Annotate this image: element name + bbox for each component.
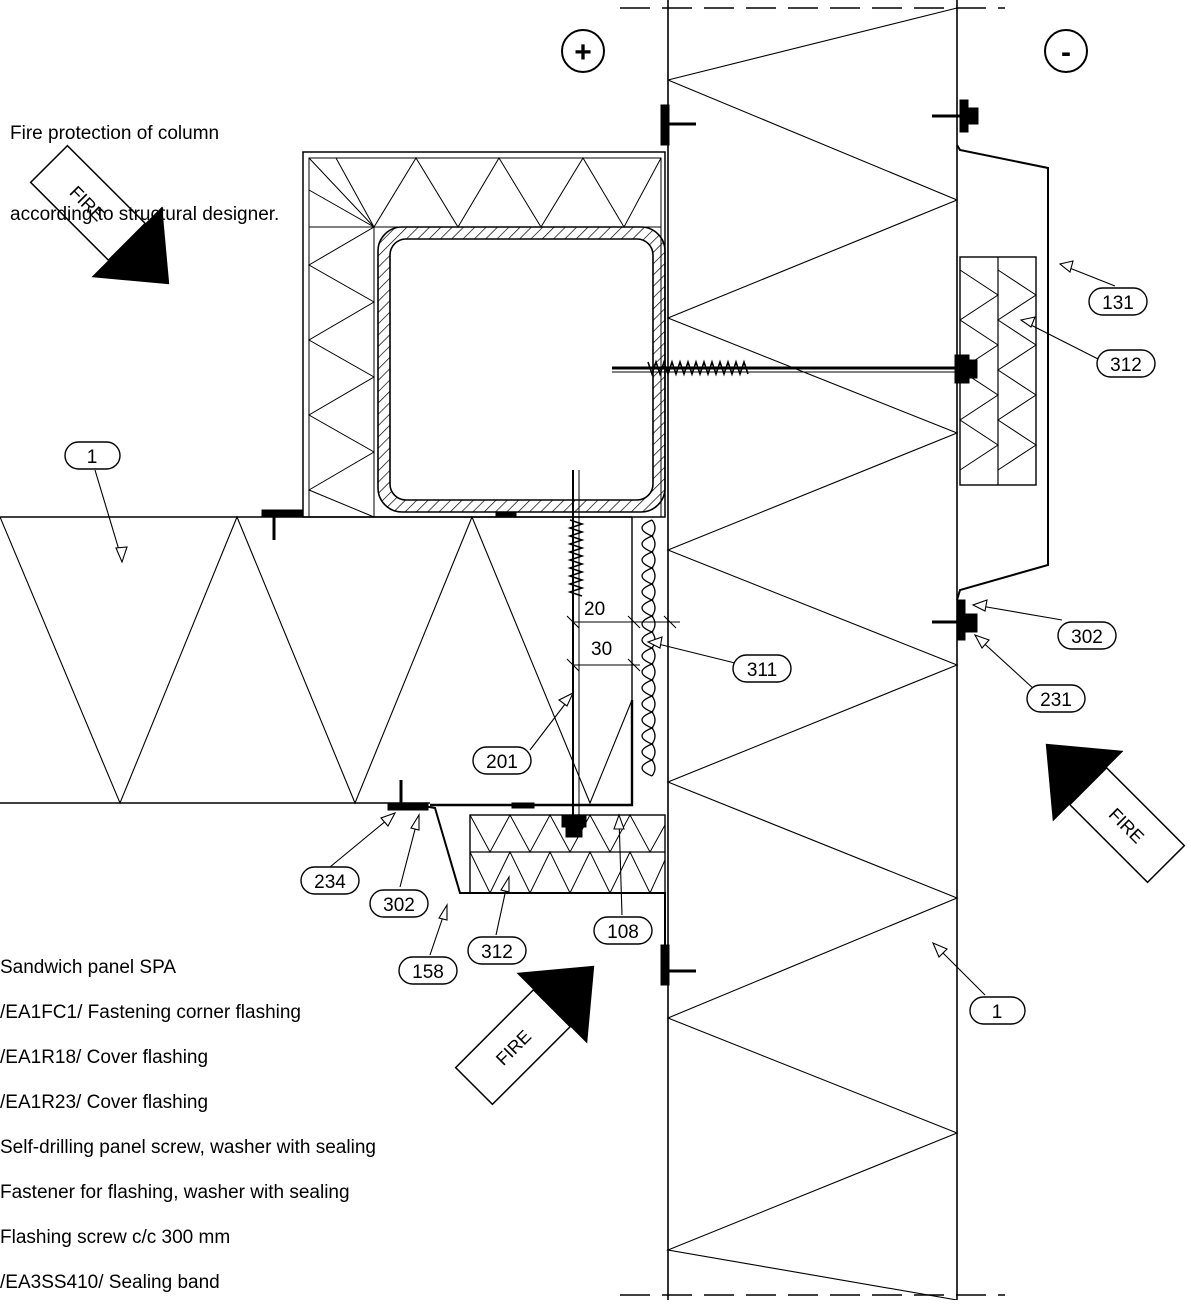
legend: Sandwich panel SPA /EA1FC1/ Fastening co…: [0, 955, 376, 1315]
callout-1-top: 1: [64, 441, 121, 470]
legend-item: /EA1FC1/ Fastening corner flashing: [0, 1002, 301, 1023]
callout-231: 231: [1026, 684, 1086, 713]
wall-panel: [620, 0, 1005, 1300]
legend-item: Self-drilling panel screw, washer with s…: [0, 1137, 376, 1158]
legend-item: /EA1R18/ Cover flashing: [0, 1047, 209, 1068]
dimension-lines: [566, 615, 680, 672]
dimension-20: 20: [584, 599, 605, 620]
svg-text:312: 312: [1110, 355, 1142, 376]
long-panel-screw: [612, 354, 978, 384]
callout-1-bottom: 1: [969, 996, 1026, 1025]
svg-text:302: 302: [1071, 627, 1103, 648]
legend-item: Sandwich panel SPA: [0, 957, 177, 978]
negative-side-symbol: -: [1044, 29, 1088, 73]
callout-302-left: 302: [369, 889, 429, 918]
fire-protection-note: Fire protection of column according to s…: [10, 66, 279, 255]
wall-fasteners: [261, 99, 979, 986]
legend-item: /EA3SS410/ Sealing band: [0, 1272, 220, 1293]
note-line-2: according to structural designer.: [10, 204, 280, 225]
callout-201: 201: [472, 746, 532, 775]
svg-text:158: 158: [412, 962, 444, 983]
svg-text:1: 1: [87, 447, 98, 468]
callout-312-right: 312: [1096, 349, 1156, 378]
fire-arrow-left: FIRE: [29, 144, 170, 285]
cover-flashing-158: [417, 804, 666, 960]
svg-text:231: 231: [1040, 690, 1072, 711]
sealing-band-311: [641, 519, 656, 777]
svg-text:302: 302: [383, 895, 415, 916]
vertical-screw-201: [561, 470, 587, 838]
svg-text:131: 131: [1102, 293, 1134, 314]
legend-item: /EA1R23/ Cover flashing: [0, 1092, 209, 1113]
steel-column: [377, 226, 666, 513]
legend-item: Flashing screw c/c 300 mm: [0, 1227, 231, 1248]
svg-text:1: 1: [992, 1002, 1003, 1023]
callout-311: 311: [732, 654, 792, 683]
positive-side-symbol: +: [561, 29, 605, 73]
svg-text:312: 312: [481, 942, 513, 963]
svg-text:+: +: [574, 36, 592, 69]
callout-302-right: 302: [1057, 621, 1117, 650]
legend-item: Fastener for flashing, washer with seali…: [0, 1182, 350, 1203]
svg-text:311: 311: [747, 660, 777, 681]
callout-108: 108: [593, 916, 653, 945]
callout-234: 234: [300, 866, 360, 895]
svg-text:-: -: [1061, 36, 1071, 69]
svg-text:108: 108: [607, 922, 639, 943]
horizontal-panel: [0, 515, 633, 805]
note-line-1: Fire protection of column: [10, 123, 220, 144]
callout-158: 158: [398, 956, 458, 985]
corner-flashing-108: [430, 517, 634, 807]
callout-131: 131: [1088, 287, 1148, 316]
svg-text:234: 234: [314, 872, 346, 893]
svg-text:201: 201: [486, 752, 518, 773]
fire-arrow-right: FIRE: [1045, 743, 1186, 884]
callout-312-bottom: 312: [467, 936, 527, 965]
leader-lines: [94, 260, 1116, 996]
fire-arrow-bottom: FIRE: [454, 965, 595, 1106]
dimension-30: 30: [591, 639, 612, 660]
